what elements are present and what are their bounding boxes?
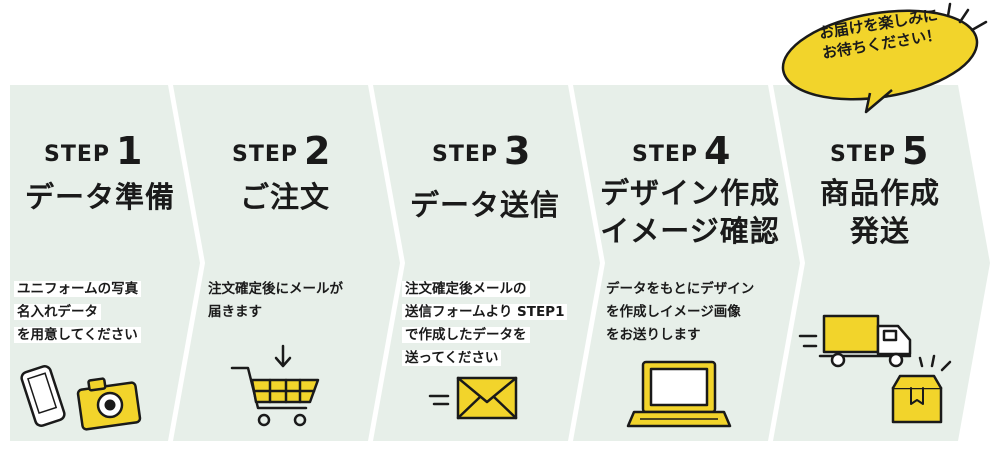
step-5-number: 5 xyxy=(902,129,930,173)
step-3-description: 注文確定後メールの 送信フォームより STEP1 で作成したデータを 送ってくだ… xyxy=(402,278,568,370)
step-1-desc-line-2: 名入れデータ xyxy=(14,304,101,320)
step-3-desc-line-1: 注文確定後メールの xyxy=(402,281,530,297)
step-2-desc-line-1: 注文確定後にメールが xyxy=(208,281,343,297)
step-panel-4 xyxy=(573,85,800,441)
step-3-label-text: STEP xyxy=(432,142,499,167)
step-5-title: 商品作成 発送 xyxy=(795,174,965,250)
step-1-desc-line-3: を用意してください xyxy=(14,327,141,343)
step-2-number: 2 xyxy=(304,129,332,173)
step-panel-2 xyxy=(173,85,400,441)
step-2-description: 注文確定後にメールが 届きます xyxy=(208,278,343,324)
step-4-desc-line-3: をお送りします xyxy=(606,327,701,343)
step-5-title-line-2: 発送 xyxy=(849,214,910,248)
step-1-number: 1 xyxy=(116,129,144,173)
step-4-description: データをもとにデザイン を作成しイメージ画像 をお送りします xyxy=(606,278,754,347)
step-2-desc-line-2: 届きます xyxy=(208,304,262,320)
step-2-label-text: STEP xyxy=(232,142,299,167)
step-4-title-line-2: イメージ確認 xyxy=(600,214,780,248)
speech-bubble xyxy=(781,2,988,114)
step-5-label-text: STEP xyxy=(830,142,897,167)
laptop-icon xyxy=(626,360,732,428)
step-4-title: デザイン作成 イメージ確認 xyxy=(590,174,790,250)
step-3-title: データ送信 xyxy=(395,186,575,224)
step-3-desc-line-4: 送ってください xyxy=(402,350,502,366)
step-4-title-line-1: デザイン作成 xyxy=(599,176,780,210)
step-1-description: ユニフォームの写真 名入れデータ を用意してください xyxy=(14,278,142,347)
step-1-title: データ準備 xyxy=(10,178,190,216)
step-2-title: ご注文 xyxy=(200,178,370,216)
step-1-label-text: STEP xyxy=(44,142,111,167)
step-3-title-line-1: データ送信 xyxy=(409,188,560,222)
step-4-label-text: STEP xyxy=(632,142,699,167)
step-4-desc-line-2: を作成しイメージ画像 xyxy=(606,304,741,320)
phone-camera-icon xyxy=(20,365,142,431)
mail-envelope-icon xyxy=(428,376,518,420)
step-3-desc-line-3: で作成したデータを xyxy=(402,327,530,343)
delivery-truck-box-icon xyxy=(798,314,952,424)
step-1-title-line-1: データ準備 xyxy=(24,180,175,214)
step-5-title-line-1: 商品作成 xyxy=(819,176,940,210)
step-1-desc-line-1: ユニフォームの写真 xyxy=(14,281,142,297)
step-3-desc-line-2: 送信フォームより STEP1 xyxy=(402,304,568,320)
step-3-number: 3 xyxy=(504,129,532,173)
step-4-number: 4 xyxy=(704,129,732,173)
step-2-title-line-1: ご注文 xyxy=(239,180,330,214)
step-panel-1 xyxy=(10,85,200,441)
step-4-desc-line-1: データをもとにデザイン xyxy=(606,281,755,297)
shopping-cart-icon xyxy=(230,344,320,427)
